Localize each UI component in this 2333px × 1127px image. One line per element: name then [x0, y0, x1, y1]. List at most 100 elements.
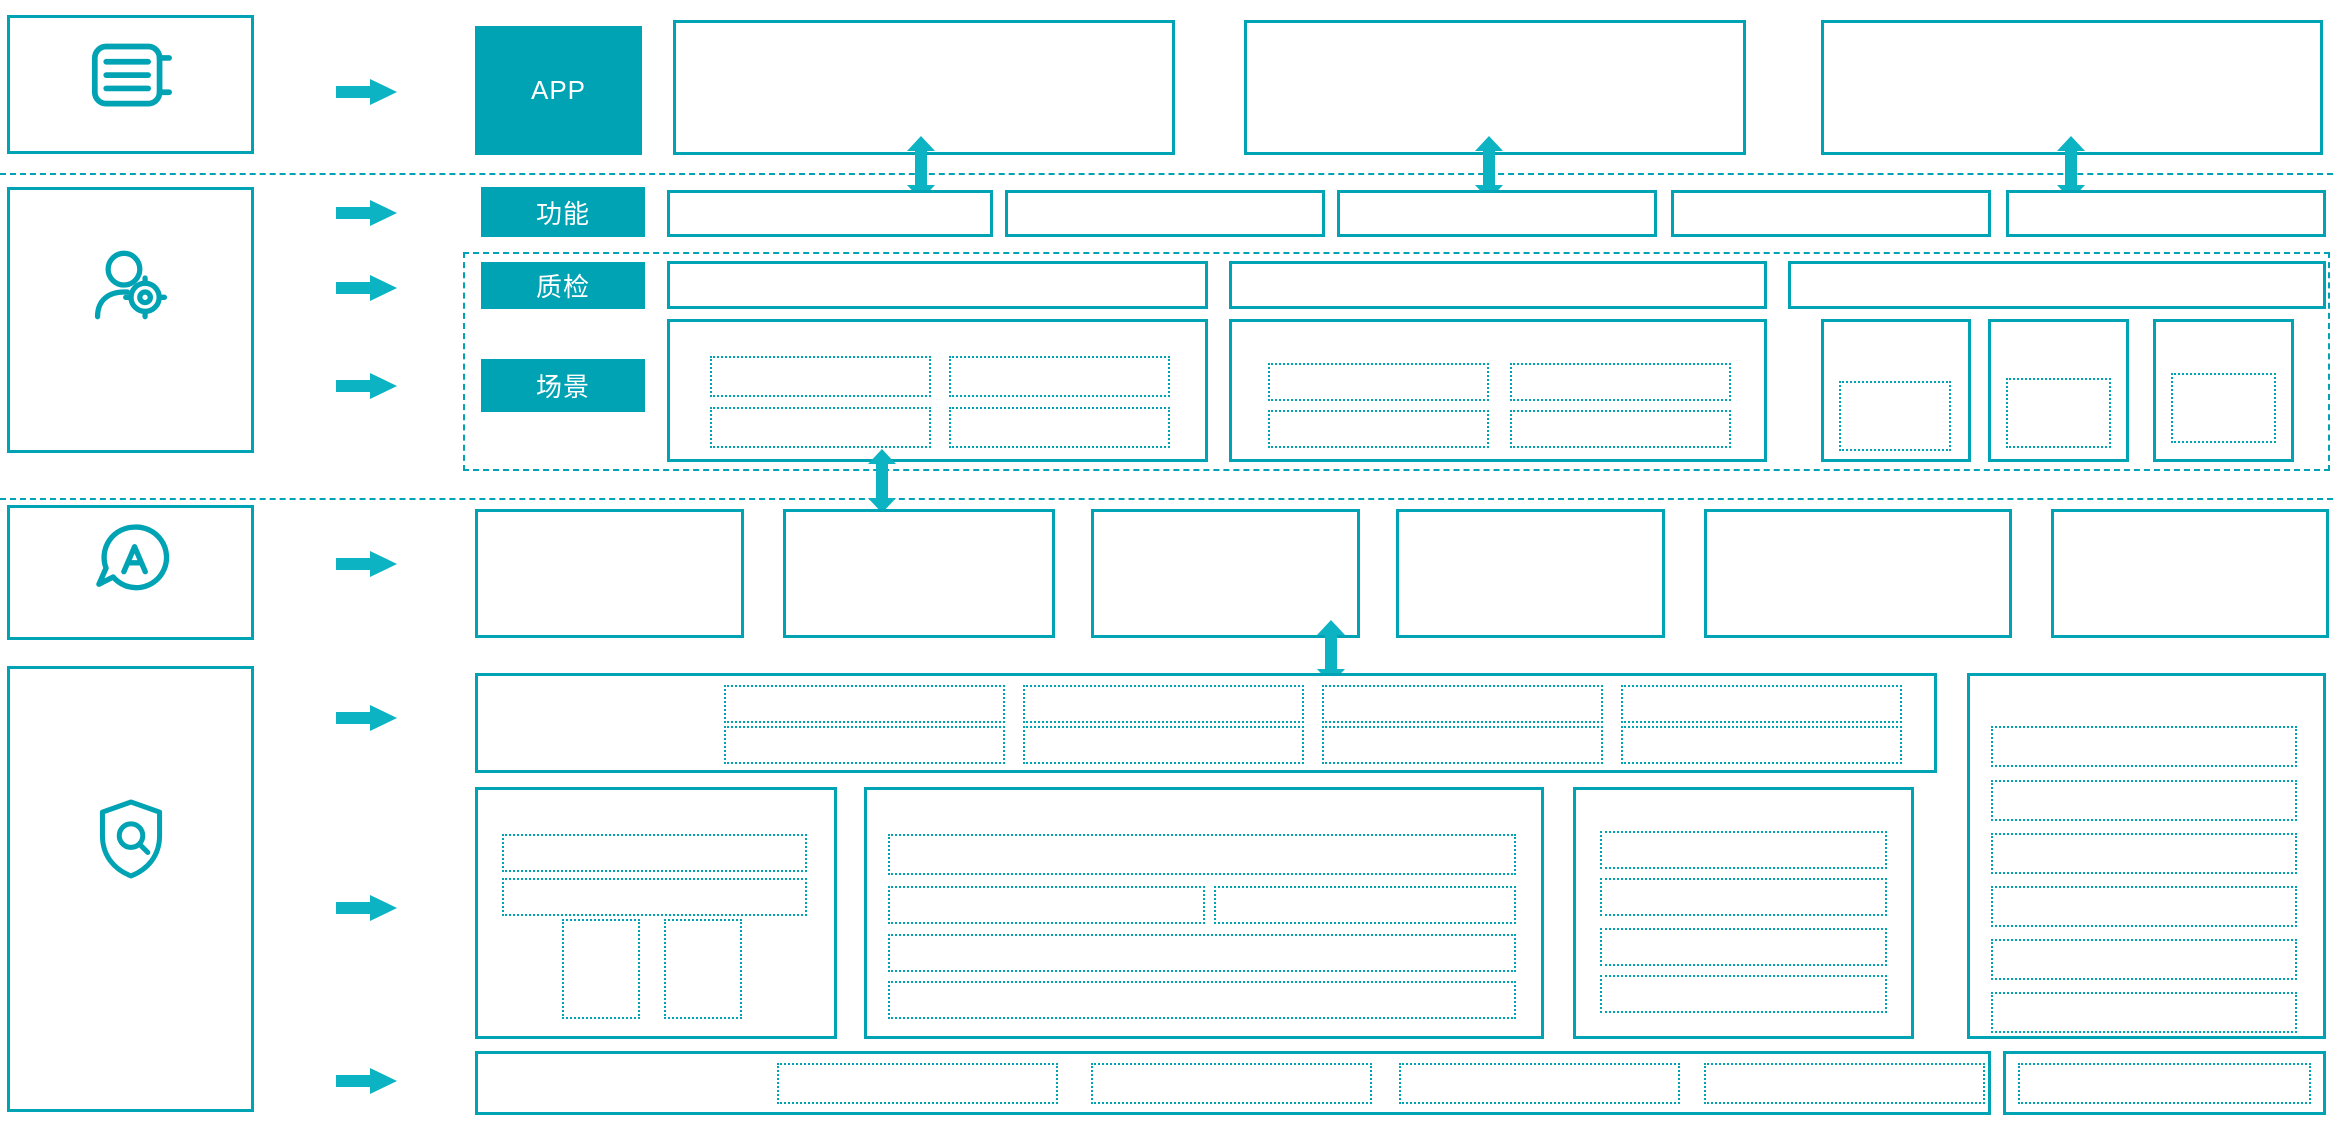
engine-mid-center-sub-item — [888, 981, 1516, 1019]
engine-top-sub-item — [724, 685, 1005, 723]
quality-item-2 — [1229, 261, 1767, 309]
engine-side-sub-item — [1991, 939, 2297, 980]
arrow-right-ai — [336, 550, 398, 578]
engine-top-sub-item — [1621, 685, 1902, 723]
engine-bottom-box — [475, 1051, 1991, 1115]
scenario-label-box: 场景 — [481, 359, 645, 412]
engine-side-sub-item — [1991, 780, 2297, 821]
engine-side-sub-item — [1991, 833, 2297, 874]
ai-module-3 — [1091, 509, 1360, 638]
engine-top-sub-item — [1322, 685, 1603, 723]
engine-mid-center-sub-item — [888, 934, 1516, 972]
ai-module-1 — [475, 509, 744, 638]
function-label-box: 功能 — [481, 187, 645, 237]
engine-mid-left-sub-item — [502, 834, 807, 872]
engine-mid-right-sub-item — [1600, 928, 1887, 966]
function-item-3 — [1337, 190, 1657, 237]
arrow-vertical-3 — [2056, 136, 2086, 200]
left-panel-2 — [7, 187, 254, 453]
engine-bottom-sub-item — [777, 1063, 1058, 1104]
engine-bottom-sub-item — [1091, 1063, 1372, 1104]
left-panel-1 — [7, 15, 254, 154]
function-item-1 — [667, 190, 993, 237]
arrow-right-engine-top — [336, 704, 398, 732]
scenario-sub-item — [1510, 410, 1731, 448]
engine-mid-right-sub-item — [1600, 831, 1887, 869]
engine-mid-center-sub-item — [1214, 886, 1516, 924]
engine-bottom-sub-item — [1704, 1063, 1985, 1104]
ai-module-6 — [2051, 509, 2329, 638]
scenario-sub-item — [710, 356, 931, 397]
scenario-group-1 — [667, 319, 1208, 462]
scenario-sub-item — [1268, 410, 1489, 448]
ai-module-5 — [1704, 509, 2012, 638]
engine-mid-right-sub-item — [1600, 878, 1887, 916]
engine-mid-right-box — [1573, 787, 1914, 1039]
app-module-3 — [1821, 20, 2323, 155]
arrow-vertical-2 — [1474, 136, 1504, 200]
arrow-right-scenario — [336, 372, 398, 400]
arrow-right-engine-bottom — [336, 1067, 398, 1095]
engine-mid-center-sub-item — [888, 834, 1516, 875]
scenario-group-2 — [1229, 319, 1767, 462]
engine-mid-right-sub-item — [1600, 975, 1887, 1013]
scenario-sub-item — [949, 407, 1170, 448]
engine-side-sub-item — [1991, 992, 2297, 1033]
engine-mid-left-sub-item — [664, 919, 742, 1019]
function-item-2 — [1005, 190, 1325, 237]
user-gear-icon — [94, 250, 167, 320]
function-label: 功能 — [535, 198, 590, 229]
quality-item-3 — [1788, 261, 2326, 309]
engine-mid-left-box — [475, 787, 837, 1039]
quality-scenario-dashed-container — [463, 252, 2330, 471]
scenario-sub-item — [1268, 363, 1489, 401]
engine-top-sub-item — [724, 726, 1005, 764]
scenario-sub-item — [710, 407, 931, 448]
dashed-separator-top — [0, 173, 2333, 175]
arrow-right-function — [336, 199, 398, 227]
ai-module-2 — [783, 509, 1055, 638]
engine-top-sub-item — [1322, 726, 1603, 764]
shield-quality-icon — [99, 799, 162, 879]
function-item-4 — [1671, 190, 1991, 237]
engine-top-sub-item — [1621, 726, 1902, 764]
engine-mid-left-sub-item — [562, 919, 640, 1019]
arrow-vertical-4 — [867, 449, 897, 513]
engine-mid-left-sub-item — [502, 878, 807, 916]
arrow-vertical-5 — [1316, 620, 1346, 684]
scenario-small-1 — [1821, 319, 1971, 462]
scenario-sub-item — [1839, 381, 1951, 451]
app-module-1 — [673, 20, 1175, 155]
scenario-small-3 — [2153, 319, 2294, 462]
arrow-vertical-1 — [906, 136, 936, 200]
engine-top-sub-item — [1023, 685, 1304, 723]
dashed-separator-middle — [0, 498, 2333, 500]
scenario-sub-item — [949, 356, 1170, 397]
engine-mid-center-sub-item — [888, 886, 1205, 924]
scenario-label: 场景 — [535, 372, 590, 402]
scenario-sub-item — [2171, 373, 2276, 443]
left-panel-3 — [7, 505, 254, 640]
scenario-sub-item — [1510, 363, 1731, 401]
quality-label-box: 质检 — [481, 262, 645, 309]
engine-top-box — [475, 673, 1937, 773]
ai-head-icon — [95, 523, 169, 590]
left-panel-4 — [7, 666, 254, 1112]
engine-top-sub-item — [1023, 726, 1304, 764]
arrow-right-engine-mid — [336, 894, 398, 922]
scenario-small-2 — [1988, 319, 2129, 462]
function-item-5 — [2006, 190, 2326, 237]
server-stack-icon — [91, 43, 172, 107]
engine-side-sub-item — [1991, 886, 2297, 927]
quality-label: 质检 — [535, 272, 590, 302]
arrow-right-quality — [336, 274, 398, 302]
app-label-box: APP — [475, 26, 642, 155]
engine-bottom-right-box — [2003, 1051, 2326, 1115]
ai-module-4 — [1396, 509, 1665, 638]
arrow-right-app — [336, 78, 398, 106]
quality-item-1 — [667, 261, 1208, 309]
engine-bottom-sub-item — [2018, 1063, 2311, 1104]
engine-bottom-sub-item — [1399, 1063, 1680, 1104]
engine-side-sub-item — [1991, 726, 2297, 767]
